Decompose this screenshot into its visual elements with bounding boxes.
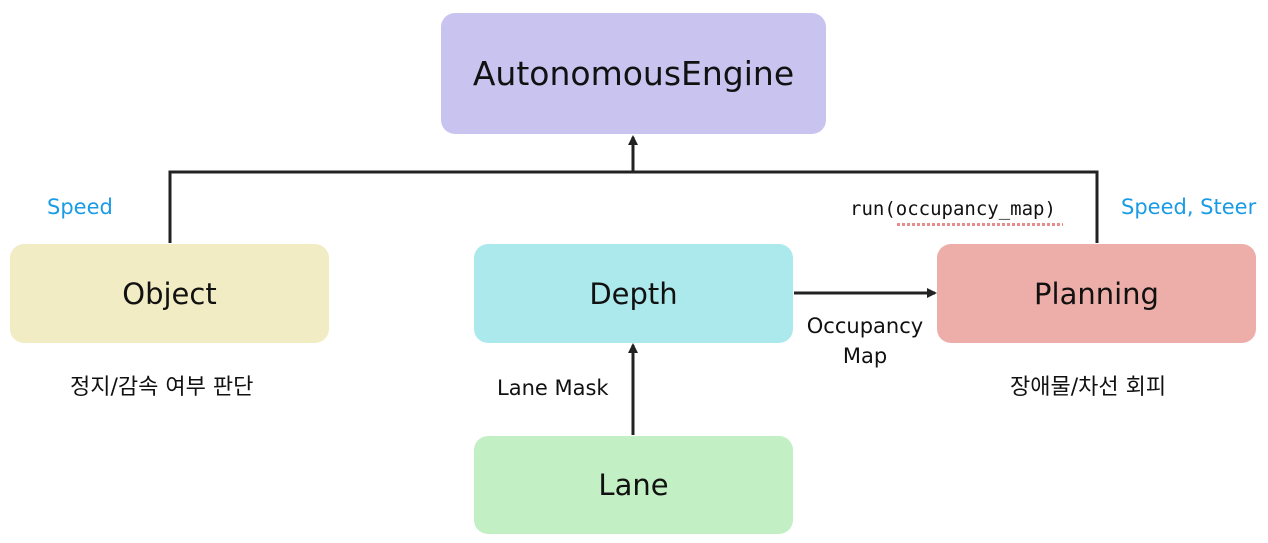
planning-to-engine-wire <box>633 170 1099 243</box>
planning-label: Planning <box>1034 276 1159 311</box>
object-to-engine-wire <box>168 170 633 243</box>
planning-call-text: run(occupancy_map) <box>850 198 1056 220</box>
autonomous-engine-label: AutonomousEngine <box>472 54 795 93</box>
lane-node: Lane <box>474 436 793 534</box>
object-node: Object <box>10 244 329 343</box>
spellcheck-underline <box>897 223 1063 226</box>
autonomous-engine-node: AutonomousEngine <box>441 13 826 134</box>
lane-mask-label: Lane Mask <box>497 376 609 400</box>
lane-label: Lane <box>598 468 669 502</box>
planning-call-label: run(occupancy_map) <box>850 198 1063 226</box>
object-description: 정지/감속 여부 판단 <box>70 375 254 400</box>
occupancy-map-label: Occupancy Map <box>806 314 924 368</box>
planning-output-label: Speed, Steer <box>1121 195 1257 219</box>
object-output-label: Speed <box>47 195 113 219</box>
object-label: Object <box>122 276 217 311</box>
depth-label: Depth <box>589 276 678 311</box>
depth-node: Depth <box>474 244 793 343</box>
planning-description: 장애물/차선 회피 <box>1010 375 1167 400</box>
planning-node: Planning <box>937 244 1256 343</box>
